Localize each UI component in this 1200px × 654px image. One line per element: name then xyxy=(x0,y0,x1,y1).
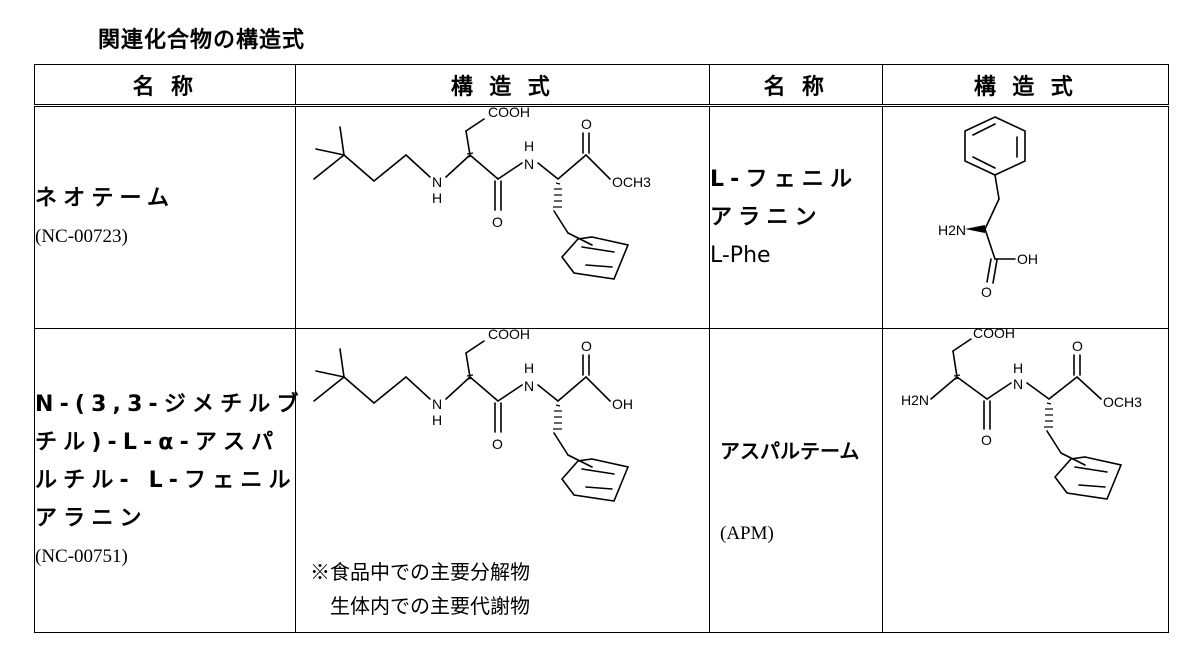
nc751-cooh-label: COOH xyxy=(488,329,530,342)
neotame-o1-label: O xyxy=(492,214,503,230)
nc751-oh-label: OH xyxy=(612,396,633,412)
nc751-code: (NC-00751) xyxy=(35,545,128,567)
nc751-structure: COOH N H H N O O OH xyxy=(313,329,633,502)
phe-structure: H2N OH O xyxy=(938,116,1038,300)
apm-code: (APM) xyxy=(720,523,774,544)
apm-name: アスパルテーム xyxy=(720,439,860,463)
nc751-name-line-2: チル)-L-α-アスパ xyxy=(35,429,280,455)
phe-name-line-2: アラニン xyxy=(710,204,823,230)
neotame-o2-label: O xyxy=(581,116,592,132)
apm-n-label: N xyxy=(1013,376,1023,392)
phe-o-label: O xyxy=(981,284,992,300)
header-structure-1: 構 造 式 xyxy=(295,64,710,107)
header-structure-2: 構 造 式 xyxy=(882,64,1169,107)
nc751-name-line-4: アラニン xyxy=(35,505,148,531)
apm-name-cell: アスパルテーム (APM) xyxy=(709,328,883,633)
nc751-n1-label: N xyxy=(432,396,442,412)
nc751-n2-label: N xyxy=(524,378,534,394)
apm-structure-cell: COOH H2N H N O O OCH3 xyxy=(882,328,1169,633)
apm-och3-label: OCH3 xyxy=(1103,394,1142,410)
apm-h2n-label: H2N xyxy=(901,392,929,408)
table-row: N-(3,3-ジメチルブ チル)-L-α-アスパ ルチル- L-フェニル アラニ… xyxy=(34,328,1169,633)
nc751-structure-cell: COOH N H H N O O OH ※食品中での主要分解物 生体内での主要代… xyxy=(295,328,710,633)
apm-o2-label: O xyxy=(1072,338,1083,354)
nc751-name-line-3: ルチル- L-フェニル xyxy=(35,467,297,493)
phe-nh2-label: H2N xyxy=(938,222,966,238)
apm-h-label: H xyxy=(1013,360,1023,376)
table-row: ネオテーム (NC-00723) xyxy=(34,105,1169,329)
neotame-h1-label: H xyxy=(432,190,442,206)
header-name-1: 名 称 xyxy=(34,64,296,107)
neotame-structure-cell: COOH N H H N O O OCH3 xyxy=(295,105,710,329)
nc751-o2-label: O xyxy=(581,338,592,354)
nc751-name-line-1: N-(3,3-ジメチルブ xyxy=(35,391,305,417)
phe-name-line-3: L-Phe xyxy=(710,242,771,268)
phe-name-line-1: L-フェニル xyxy=(710,166,859,192)
neotame-name: ネオテーム xyxy=(35,185,176,211)
neotame-code: (NC-00723) xyxy=(35,225,128,247)
nc751-note-line-1: ※食品中での主要分解物 xyxy=(310,560,530,584)
structure-table: 名 称 構 造 式 名 称 構 造 式 ネオテーム (NC-00723) xyxy=(34,64,1169,633)
apm-structure: COOH H2N H N O O OCH3 xyxy=(901,329,1142,500)
neotame-structure: COOH N H H N O O OCH3 xyxy=(313,107,651,280)
nc751-note-line-2: 生体内での主要代謝物 xyxy=(330,594,530,618)
nc751-o1-label: O xyxy=(492,436,503,452)
nc751-name-cell: N-(3,3-ジメチルブ チル)-L-α-アスパ ルチル- L-フェニル アラニ… xyxy=(34,328,305,633)
nc751-h1-label: H xyxy=(432,412,442,428)
neotame-n1-label: N xyxy=(432,174,442,190)
phe-oh-label: OH xyxy=(1017,251,1038,267)
header-name-2: 名 称 xyxy=(709,64,883,107)
phe-name-cell: L-フェニル アラニン L-Phe xyxy=(709,105,883,329)
phe-structure-cell: H2N OH O xyxy=(882,105,1169,329)
apm-o1-label: O xyxy=(981,432,992,448)
neotame-n2-label: N xyxy=(524,156,534,172)
apm-cooh-label: COOH xyxy=(973,329,1015,341)
neotame-cooh-label: COOH xyxy=(488,107,530,120)
neotame-h2-label: H xyxy=(524,138,534,154)
page-title: 関連化合物の構造式 xyxy=(98,28,306,53)
nc751-h2-label: H xyxy=(524,360,534,376)
neotame-och3-label: OCH3 xyxy=(612,174,651,190)
neotame-name-cell: ネオテーム (NC-00723) xyxy=(34,105,296,329)
header-row: 名 称 構 造 式 名 称 構 造 式 xyxy=(34,64,1169,107)
